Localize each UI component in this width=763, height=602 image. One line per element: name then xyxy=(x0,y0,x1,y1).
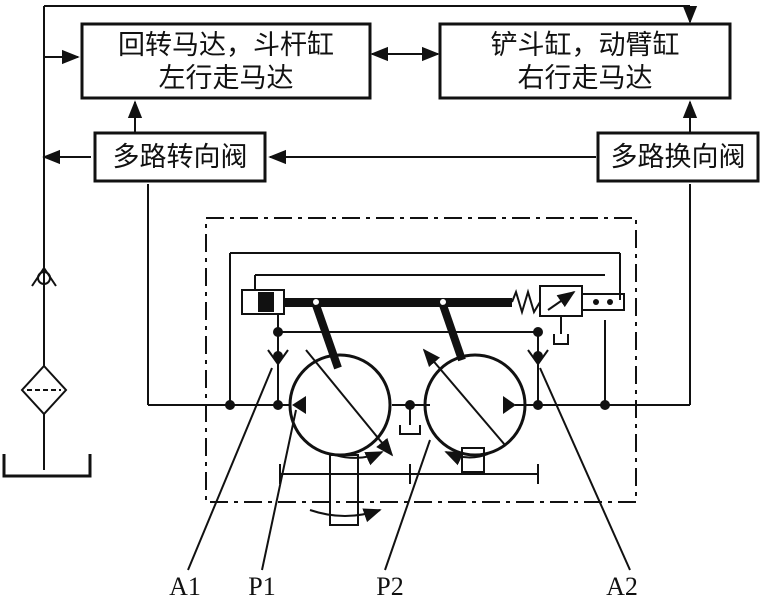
pump-icon xyxy=(422,348,527,466)
callout-p2: P2 xyxy=(376,572,403,601)
left-actuator-line2: 左行走马达 xyxy=(159,63,294,94)
left-valve-label: 多路转向阀 xyxy=(113,142,248,173)
tank-icon xyxy=(2,454,92,478)
right-valve-label: 多路换向阀 xyxy=(611,142,746,173)
left-actuator-line1: 回转马达，斗杆缸 xyxy=(118,30,334,61)
drain-icon xyxy=(399,405,421,435)
right-actuator-line1: 铲斗缸，动臂缸 xyxy=(491,30,680,61)
junction-dots xyxy=(225,327,610,410)
pump-unit-enclosure xyxy=(205,217,637,503)
right-actuator-line2: 右行走马达 xyxy=(518,63,653,94)
spring-icon xyxy=(511,288,541,316)
control-valve xyxy=(539,285,625,334)
callout-a1: A1 xyxy=(169,572,201,601)
leader-lines xyxy=(187,367,631,571)
shaft-icon xyxy=(279,447,539,526)
left-valve-box: 多路转向阀 xyxy=(93,131,267,183)
check-valve-icon xyxy=(31,266,57,287)
regulator-cylinder xyxy=(241,289,512,315)
right-swash-link xyxy=(439,303,466,362)
callout-a2: A2 xyxy=(606,572,638,601)
left-actuator-box: 回转马达，斗杆缸 左行走马达 xyxy=(80,22,372,100)
left-swash-link xyxy=(312,303,342,370)
drain-icon xyxy=(553,334,569,345)
right-actuator-box: 铲斗缸，动臂缸 右行走马达 xyxy=(438,22,732,100)
filter-icon xyxy=(20,364,68,416)
callout-p1: P1 xyxy=(248,572,275,601)
check-valve-icon xyxy=(527,349,549,366)
right-valve-box: 多路换向阀 xyxy=(596,131,760,183)
check-valve-icon xyxy=(267,349,289,366)
